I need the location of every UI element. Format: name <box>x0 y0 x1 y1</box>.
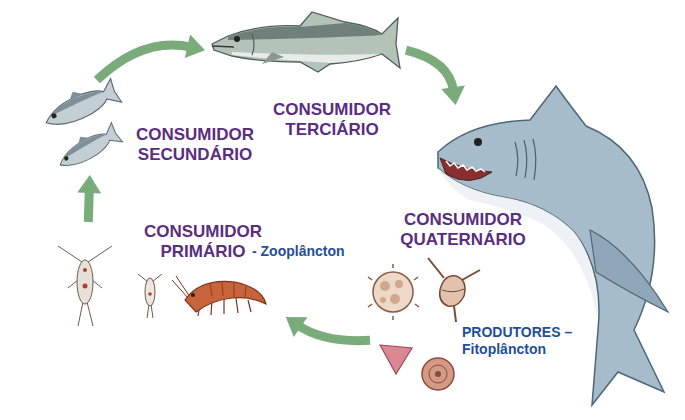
level-label: PRODUTORES – Fitoplâncton <box>462 324 582 358</box>
arrow-head <box>77 175 101 193</box>
dinoflagellate <box>428 258 480 322</box>
fish-back <box>228 23 382 40</box>
arrow-shaft <box>406 50 454 91</box>
fish-belly <box>232 52 380 63</box>
arrow-head <box>286 317 308 337</box>
predator-fish <box>212 12 400 72</box>
flow-arrow <box>77 175 101 222</box>
fish-fin <box>66 88 83 101</box>
diatom-triangle <box>380 345 412 374</box>
arrow-shaft <box>88 189 89 222</box>
arrow-shaft <box>297 325 370 341</box>
shark-mouth <box>440 158 492 181</box>
trophic-level: CONSUMIDOR SECUNDÁRIO <box>30 80 269 175</box>
fish-fin <box>75 133 89 145</box>
level-label: CONSUMIDOR TERCIÁRIO <box>262 100 402 140</box>
shark-eye <box>474 138 482 146</box>
trophic-level: CONSUMIDOR QUATERNÁRIO <box>390 105 675 405</box>
copepod <box>138 274 162 318</box>
radiolarian <box>368 264 419 320</box>
small-fish <box>53 120 122 175</box>
arrow-head <box>441 86 465 106</box>
copepod <box>58 246 112 326</box>
fish-back <box>59 130 105 160</box>
trophic-level: CONSUMIDOR TERCIÁRIO <box>205 8 406 144</box>
trophic-level: PRODUTORES – Fitoplâncton <box>370 262 600 397</box>
fish-back <box>46 86 102 117</box>
flow-arrow <box>97 35 205 81</box>
shark-fin <box>590 230 668 312</box>
fish-eye <box>63 156 69 162</box>
flow-arrow <box>406 50 465 105</box>
fish-body <box>55 123 123 175</box>
flow-arrow <box>286 317 370 341</box>
fish-eye <box>234 36 240 42</box>
shark-teeth <box>446 161 485 172</box>
trophic-level: CONSUMIDOR PRIMÁRIO- Zooplâncton <box>45 222 366 317</box>
arrow-shaft <box>97 45 191 80</box>
fish-eye <box>51 113 58 120</box>
arrow-head <box>185 35 205 58</box>
krill <box>172 276 266 316</box>
fish-gill <box>252 34 254 55</box>
shark-gills <box>515 139 536 180</box>
diatom <box>422 358 454 390</box>
level-label: CONSUMIDOR PRIMÁRIO <box>137 222 269 262</box>
small-fish <box>39 75 121 135</box>
fish-body <box>212 12 400 72</box>
fish-fin <box>262 52 284 64</box>
fish-mouth <box>212 46 234 47</box>
level-label: CONSUMIDOR SECUNDÁRIO <box>125 125 265 165</box>
level-label: - Zooplâncton <box>252 243 362 260</box>
level-label: CONSUMIDOR QUATERNÁRIO <box>393 210 533 250</box>
